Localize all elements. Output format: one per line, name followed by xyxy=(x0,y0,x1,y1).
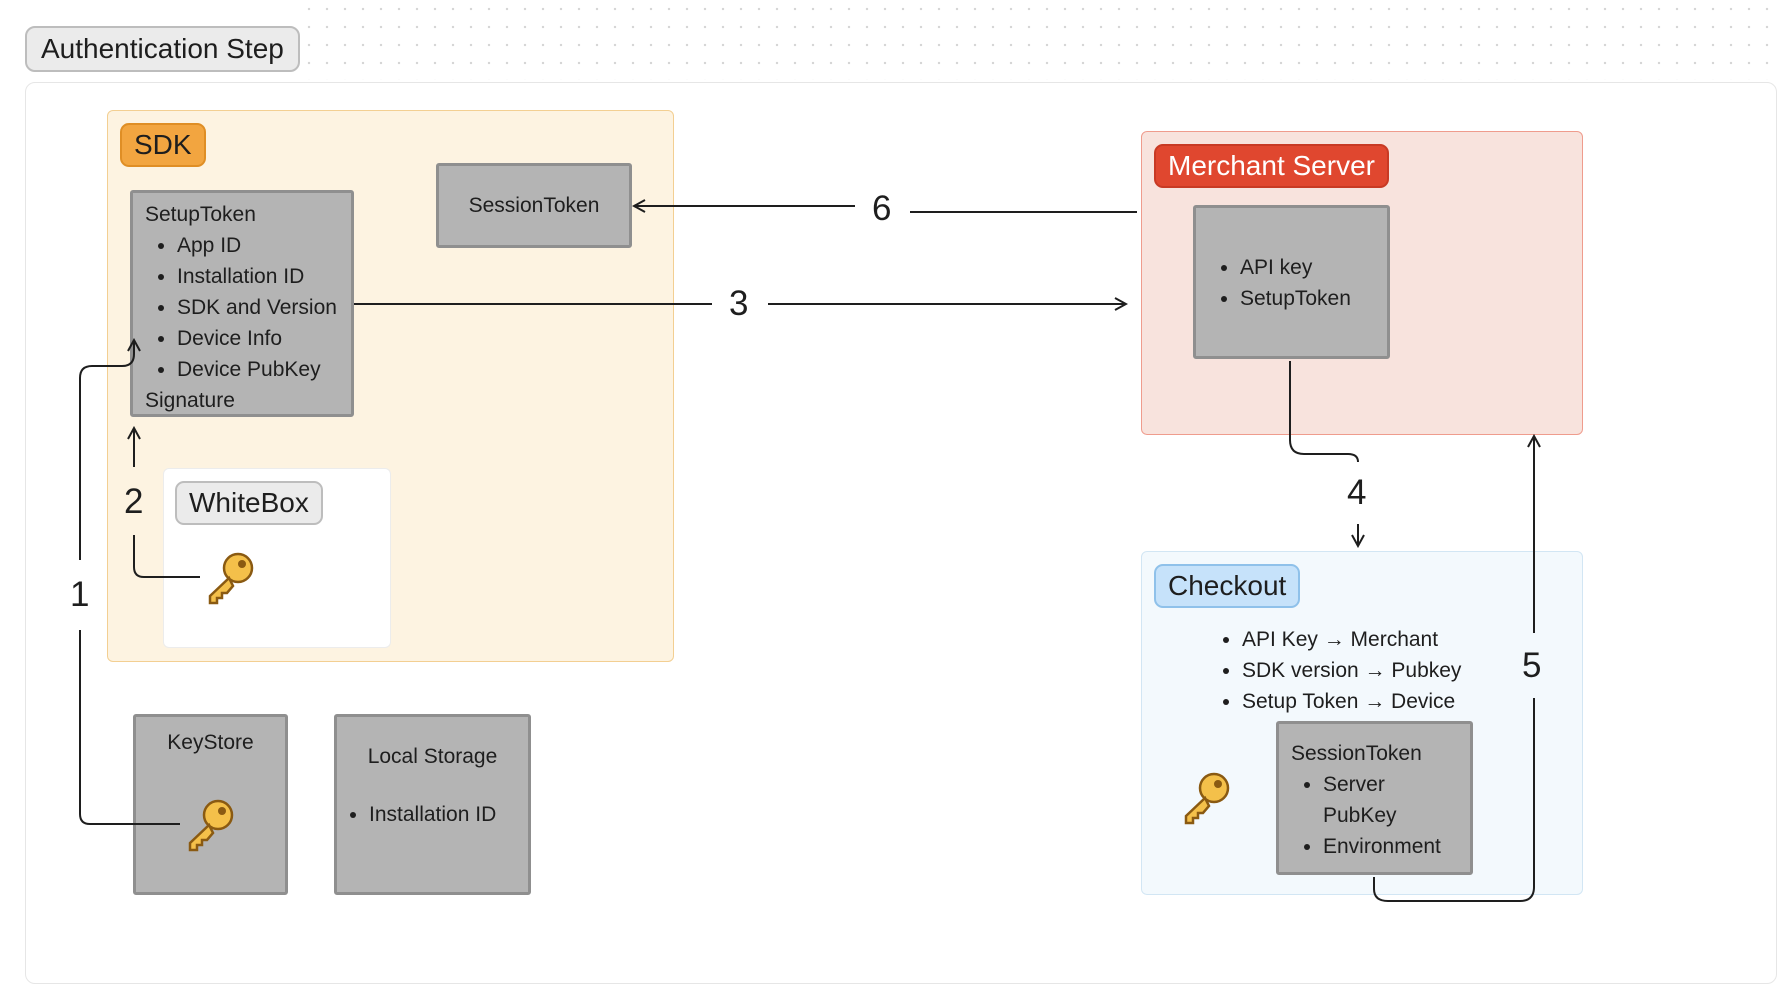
checkout-session-token-header: SessionToken xyxy=(1291,742,1422,765)
checkout-item: Setup Token → Device xyxy=(1242,686,1461,717)
checkout-tag: Checkout xyxy=(1154,564,1301,608)
dot-grid-background xyxy=(300,0,1782,80)
setup-token-footer: Signature xyxy=(145,389,235,412)
checkout-item: SDK version → Pubkey xyxy=(1242,655,1461,686)
arrow-step-5 xyxy=(1373,698,1535,902)
page-title: Authentication Step xyxy=(25,26,300,72)
arrow-step-2 xyxy=(133,535,200,578)
setup-token-item: App ID xyxy=(177,230,339,261)
merchant-token-box: API key SetupToken xyxy=(1193,205,1390,359)
checkout-item: API Key → Merchant xyxy=(1242,624,1461,655)
setup-token-box: SetupToken App ID Installation ID SDK an… xyxy=(130,190,354,417)
key-icon xyxy=(208,552,254,605)
step-4-label: 4 xyxy=(1347,473,1367,512)
keystore-label: KeyStore xyxy=(167,731,254,754)
setup-token-item: Device Info xyxy=(177,323,339,354)
whitebox-tag: WhiteBox xyxy=(175,481,323,525)
setup-token-item: Installation ID xyxy=(177,261,339,292)
arrow-step-1-upper xyxy=(79,340,134,560)
local-storage-item: Installation ID xyxy=(369,799,528,830)
arrow-step-4 xyxy=(1289,361,1359,463)
merchant-item: API key xyxy=(1240,252,1375,283)
step-2-label: 2 xyxy=(124,482,144,521)
arrow-step-1 xyxy=(79,630,180,825)
step-1-label: 1 xyxy=(70,575,90,614)
key-icon xyxy=(188,799,234,852)
setup-token-item: SDK and Version xyxy=(177,292,339,323)
step-5-label: 5 xyxy=(1522,646,1542,685)
sdk-tag: SDK xyxy=(120,123,206,167)
merchant-server-tag: Merchant Server xyxy=(1154,144,1389,188)
step-3-label: 3 xyxy=(729,284,749,323)
sdk-session-token-box: SessionToken xyxy=(436,163,632,248)
setup-token-header: SetupToken xyxy=(145,203,256,226)
key-icon xyxy=(1184,772,1230,825)
local-storage-box: Local Storage Installation ID xyxy=(334,714,531,895)
checkout-session-token-item: Server PubKey xyxy=(1323,769,1441,831)
checkout-list: API Key → Merchant SDK version → Pubkey … xyxy=(1220,624,1461,717)
step-6-label: 6 xyxy=(872,189,892,228)
checkout-session-token-item: Environment xyxy=(1323,831,1458,862)
checkout-session-token-box: SessionToken Server PubKey Environment xyxy=(1276,721,1473,875)
setup-token-item: Device PubKey xyxy=(177,354,339,385)
local-storage-label: Local Storage xyxy=(367,745,498,768)
merchant-item: SetupToken xyxy=(1240,283,1375,314)
